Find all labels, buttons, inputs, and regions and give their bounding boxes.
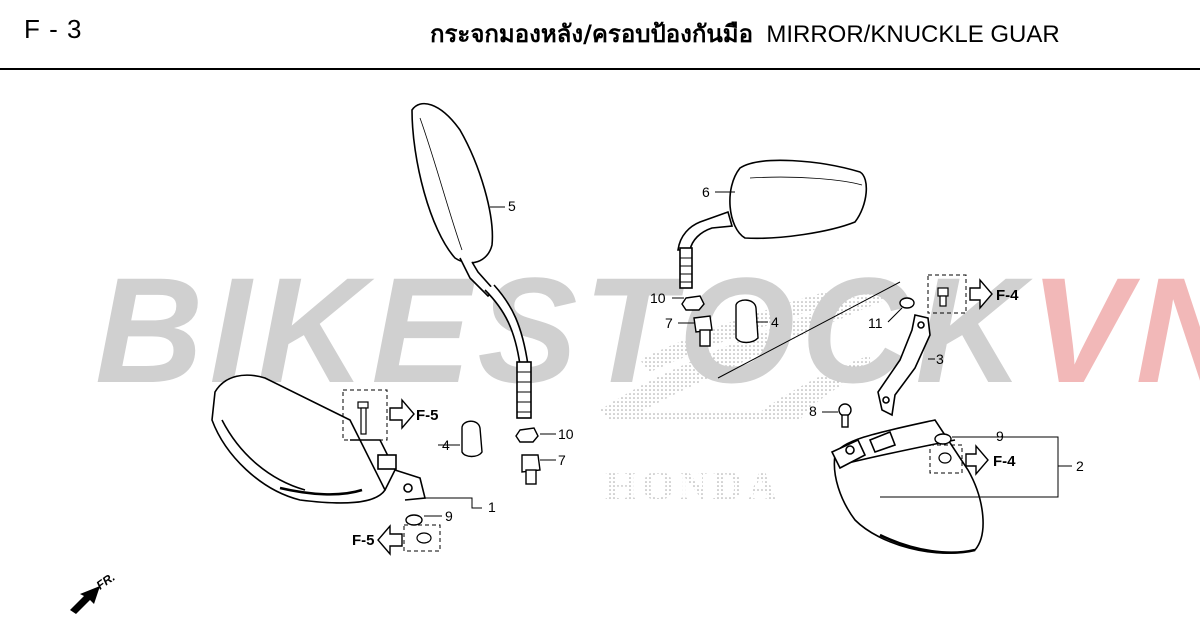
mirror-right [677,159,868,289]
small-hardware [405,295,952,526]
mirror-left [411,102,532,419]
callout-9-left: 9 [445,508,453,524]
callout-10-left: 10 [558,426,574,442]
reference-box-contents [357,287,952,544]
ref-f5-left[interactable]: F-5 [416,407,439,424]
honda-wing-logo: HONDA [600,280,885,510]
ref-f4-right[interactable]: F-4 [993,453,1016,470]
knuckle-guard-stay [877,314,931,417]
callout-1: 1 [488,499,496,515]
ref-f4-top[interactable]: F-4 [996,287,1019,304]
watermark-red-text: VN [1030,246,1200,414]
title-thai: กระจกมองหลัง/ครอบป้องกันมือ [430,20,754,48]
reference-boxes [342,274,967,552]
leader-lines [422,191,1072,517]
arrow-right-icon [969,278,993,310]
callout-7-center: 7 [665,315,673,331]
page-code: F - 3 [24,14,83,44]
callout-4-left: 4 [442,437,450,453]
page-header: F - 3 กระจกมองหลัง/ครอบป้องกันมือ MIRROR… [0,0,1200,70]
knuckle-guard-right [830,419,984,554]
knuckle-guard-left [211,374,427,504]
callout-8: 8 [809,403,817,419]
ref-f5-bottom[interactable]: F-5 [352,532,375,549]
callout-2: 2 [1076,458,1084,474]
arrow-right-icon [389,398,415,430]
callout-5: 5 [508,198,516,214]
front-direction-indicator: FR. [70,570,118,614]
callout-10-center: 10 [650,290,666,306]
callout-4-center: 4 [771,314,779,330]
diagram-title: กระจกมองหลัง/ครอบป้องกันมือ MIRROR/KNUCK… [430,14,1060,53]
callout-9-right: 9 [996,428,1004,444]
callout-6: 6 [702,184,710,200]
honda-brand-text: HONDA [605,464,781,510]
front-arrow-icon [70,586,100,614]
callout-7-left: 7 [558,452,566,468]
callout-3: 3 [936,351,944,367]
callout-11: 11 [868,315,883,331]
arrow-left-icon [377,524,403,556]
arrow-right-icon [965,444,989,476]
parts-diagram: HONDA BIKESTOCKVN [70,102,1200,614]
title-english: MIRROR/KNUCKLE GUAR [766,21,1060,48]
reference-arrows [377,278,993,556]
